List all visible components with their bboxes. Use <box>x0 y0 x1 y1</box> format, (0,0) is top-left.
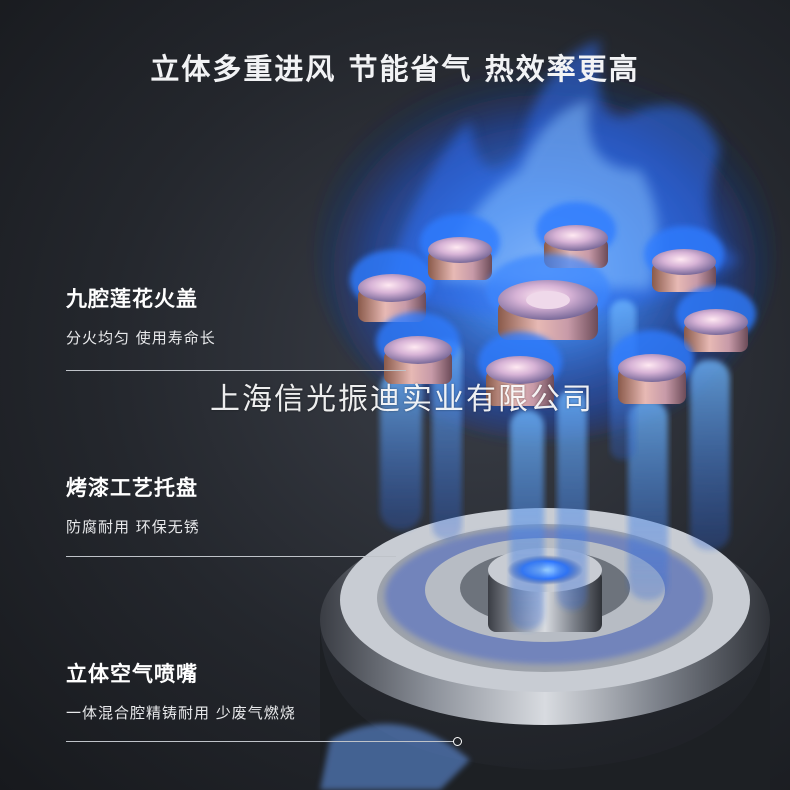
feature-desc: 一体混合腔精铸耐用 少废气燃烧 <box>66 704 296 722</box>
divider-line <box>66 556 396 557</box>
flame-caps <box>350 202 756 406</box>
pointer-dot <box>453 737 462 746</box>
burner-base <box>320 508 770 790</box>
divider-line <box>66 741 454 742</box>
feature-title: 九腔莲花火盖 <box>66 287 198 311</box>
headline: 立体多重进风 节能省气 热效率更高 <box>150 52 640 86</box>
feature-flame-cap: 九腔莲花火盖 分火均匀 使用寿命长 <box>66 283 216 348</box>
feature-tray: 烤漆工艺托盘 防腐耐用 环保无锈 <box>66 472 200 537</box>
feature-title: 立体空气喷嘴 <box>66 662 198 686</box>
feature-air-nozzle: 立体空气喷嘴 一体混合腔精铸耐用 少废气燃烧 <box>66 658 296 723</box>
air-streams <box>380 300 730 630</box>
divider-line <box>66 370 406 371</box>
feature-desc: 分火均匀 使用寿命长 <box>66 329 216 347</box>
feature-title: 烤漆工艺托盘 <box>66 476 198 500</box>
feature-desc: 防腐耐用 环保无锈 <box>66 518 200 536</box>
company-watermark: 上海信光振迪实业有限公司 <box>210 382 594 417</box>
